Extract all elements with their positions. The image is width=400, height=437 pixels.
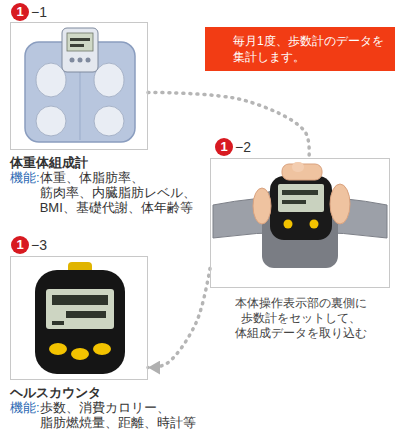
function-label: 機能: [10, 170, 40, 185]
callout-number: 1 [11, 236, 29, 254]
function-row: 機能:歩数、消費カロリー、 脂肪燃焼量、距離、時計等 [10, 400, 220, 430]
photo-box: 本体操作表示部の裏側に 歩数計をセットして、 体組成データを取り込む [210, 158, 392, 341]
pedometer-illustration [35, 262, 125, 374]
function-list: 体重、体脂肪率、 筋肉率、内臓脂肪レベル、 BMI、基礎代謝、体年齢等 [40, 170, 198, 215]
product-name: 体重体組成計 [10, 155, 220, 170]
callout-number: −1 [31, 3, 47, 21]
product-box: ヘルスカウンタ機能:歩数、消費カロリー、 脂肪燃焼量、距離、時計等 [10, 256, 220, 430]
dotted-connector [148, 92, 309, 158]
setting-photo-illustration [211, 159, 389, 287]
function-row: 機能:体重、体脂肪率、 筋肉率、内臓脂肪レベル、 BMI、基礎代謝、体年齢等 [10, 170, 220, 215]
product-name: ヘルスカウンタ [10, 385, 220, 400]
dotted-connector [148, 269, 210, 368]
product-box: 体重体組成計機能:体重、体脂肪率、 筋肉率、内臓脂肪レベル、 BMI、基礎代謝、… [10, 22, 220, 215]
callout-number: −2 [235, 138, 251, 156]
callout-number: 1 [215, 138, 233, 156]
function-list: 歩数、消費カロリー、 脂肪燃焼量、距離、時計等 [40, 400, 198, 430]
note-box: 毎月1度、歩数計のデータを 集計します。 [205, 27, 395, 71]
note-text: 毎月1度、歩数計のデータを 集計します。 [233, 33, 391, 65]
callout-number: −3 [31, 236, 47, 254]
function-label: 機能: [10, 400, 40, 415]
photo-caption: 本体操作表示部の裏側に 歩数計をセットして、 体組成データを取り込む [231, 296, 371, 341]
scale-illustration [25, 28, 135, 142]
callout-number: 1 [11, 3, 29, 21]
image-frame [10, 22, 148, 150]
image-frame [210, 158, 390, 288]
image-frame [10, 256, 148, 380]
